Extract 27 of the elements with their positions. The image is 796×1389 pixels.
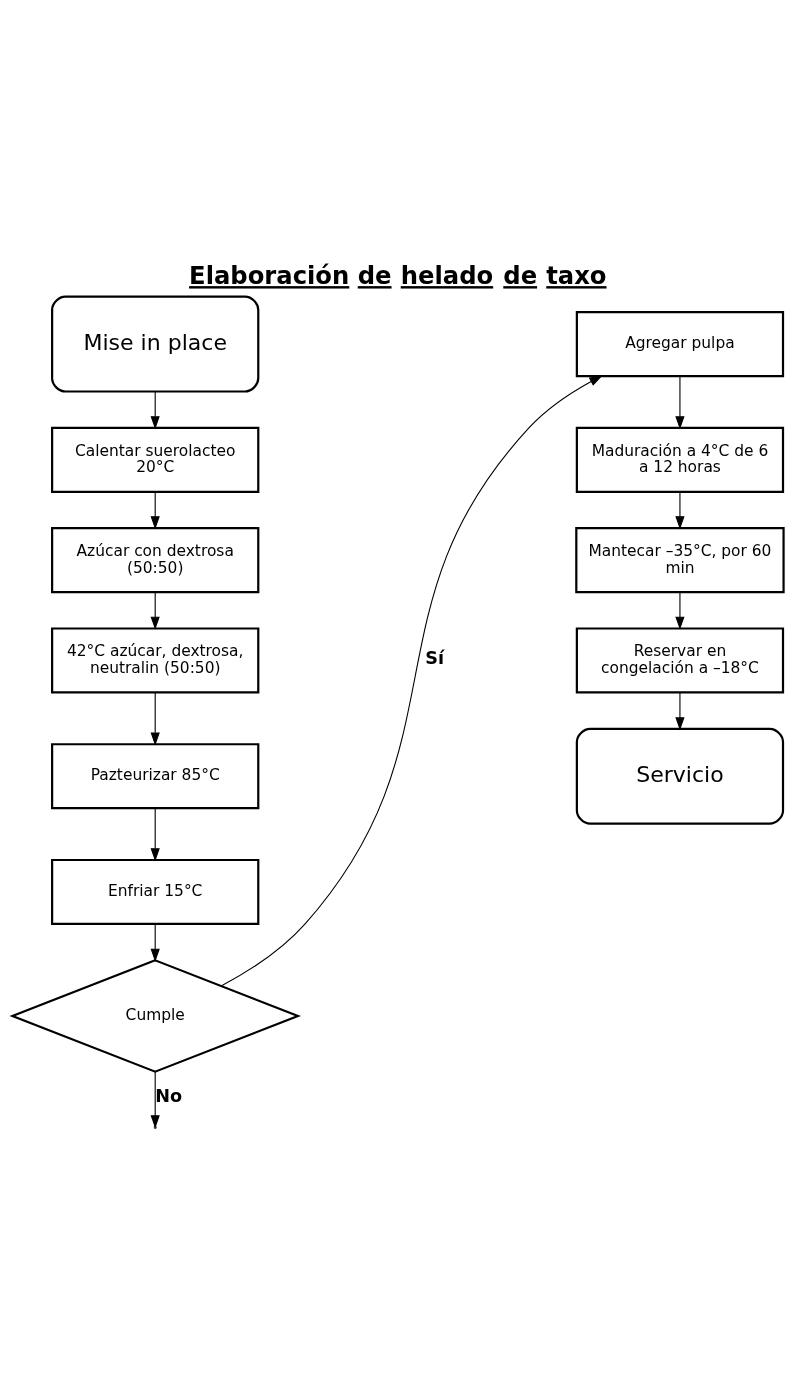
arrow xyxy=(150,807,160,862)
arrow xyxy=(675,692,685,731)
arrow xyxy=(150,591,160,630)
node-diamond: Cumple xyxy=(9,959,301,1073)
arrow xyxy=(150,391,160,430)
arrow xyxy=(150,923,160,962)
edge-label: Sí xyxy=(425,647,445,668)
arrow xyxy=(150,692,160,746)
node-box: Servicio xyxy=(575,727,785,825)
arrow xyxy=(220,375,603,987)
node-box: Enfriar 15°C xyxy=(51,858,260,926)
node-box: Mantecar –35°C, por 60 min xyxy=(575,527,785,594)
arrow xyxy=(675,591,685,630)
arrow xyxy=(675,375,685,430)
arrow xyxy=(675,491,685,530)
arrow xyxy=(150,1071,160,1129)
node-box: Calentar suerolacteo 20°C xyxy=(51,426,260,493)
node-box: 42°C azúcar, dextrosa, neutralin (50:50) xyxy=(51,627,260,694)
node-box: Agregar pulpa xyxy=(575,311,785,378)
diagram-title: Elaboración de helado de taxo xyxy=(189,261,607,291)
arrow xyxy=(150,491,160,530)
node-box: Pazteurizar 85°C xyxy=(51,743,260,810)
node-box: Maduración a 4°C de 6 a 12 horas xyxy=(575,426,785,493)
node-box: Azúcar con dextrosa (50:50) xyxy=(51,527,260,594)
edge-label: No xyxy=(155,1086,183,1107)
node-box: Reservar en congelación a –18°C xyxy=(575,627,785,694)
node-box: Mise in place xyxy=(51,295,260,393)
